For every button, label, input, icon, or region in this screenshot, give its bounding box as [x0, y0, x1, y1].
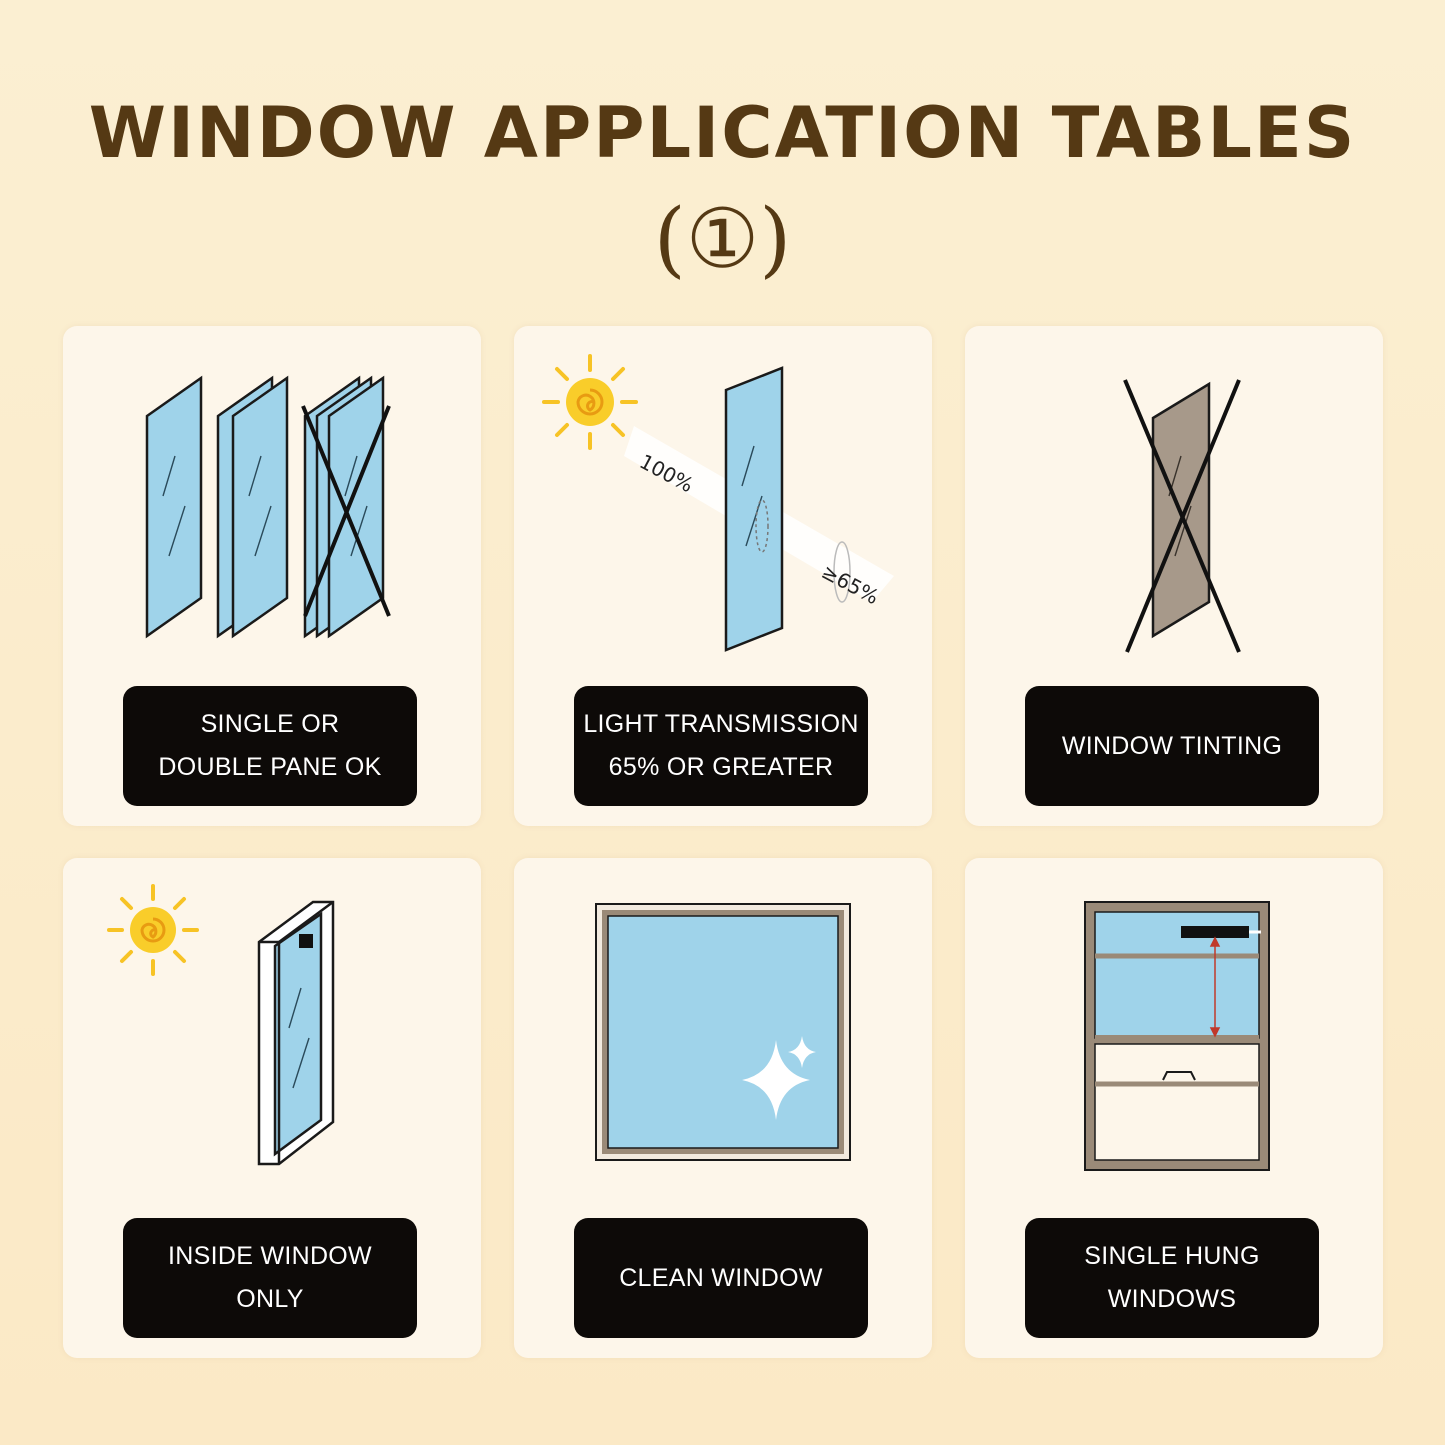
- sun-icon: [542, 354, 638, 450]
- label-clean-window: CLEAN WINDOW: [574, 1218, 868, 1338]
- adhesive-strip-icon: [1181, 926, 1249, 938]
- window-frame-icon: [257, 900, 335, 1166]
- window-frame-icon: [595, 903, 851, 1161]
- card-clean-window: CLEAN WINDOW: [514, 858, 932, 1358]
- label-window-tinting: WINDOW TINTING: [1025, 686, 1319, 806]
- cross-mark-icon: [1123, 379, 1241, 653]
- card-single-hung: SINGLE HUNG WINDOWS: [965, 858, 1383, 1358]
- glass-pane-icon: [145, 375, 391, 639]
- page-title: WINDOW APPLICATION TABLES: [88, 92, 1357, 174]
- page-subtitle: (①): [653, 192, 792, 287]
- cross-mark-icon: [301, 405, 391, 617]
- sun-icon: [107, 884, 199, 976]
- label-single-double-pane: SINGLE OR DOUBLE PANE OK: [123, 686, 417, 806]
- card-window-tinting: WINDOW TINTING: [965, 326, 1383, 826]
- label-inside-window: INSIDE WINDOW ONLY: [123, 1218, 417, 1338]
- card-single-double-pane: SINGLE OR DOUBLE PANE OK: [63, 326, 481, 826]
- label-single-hung: SINGLE HUNG WINDOWS: [1025, 1218, 1319, 1338]
- card-light-transmission: 100% ≥65% LIGHT TRANSMISSION 65% OR GREA…: [514, 326, 932, 826]
- window-frame-icon: [1084, 901, 1270, 1171]
- label-light-transmission: LIGHT TRANSMISSION 65% OR GREATER: [574, 686, 868, 806]
- card-inside-window: INSIDE WINDOW ONLY: [63, 858, 481, 1358]
- sparkle-icon: [742, 1036, 816, 1120]
